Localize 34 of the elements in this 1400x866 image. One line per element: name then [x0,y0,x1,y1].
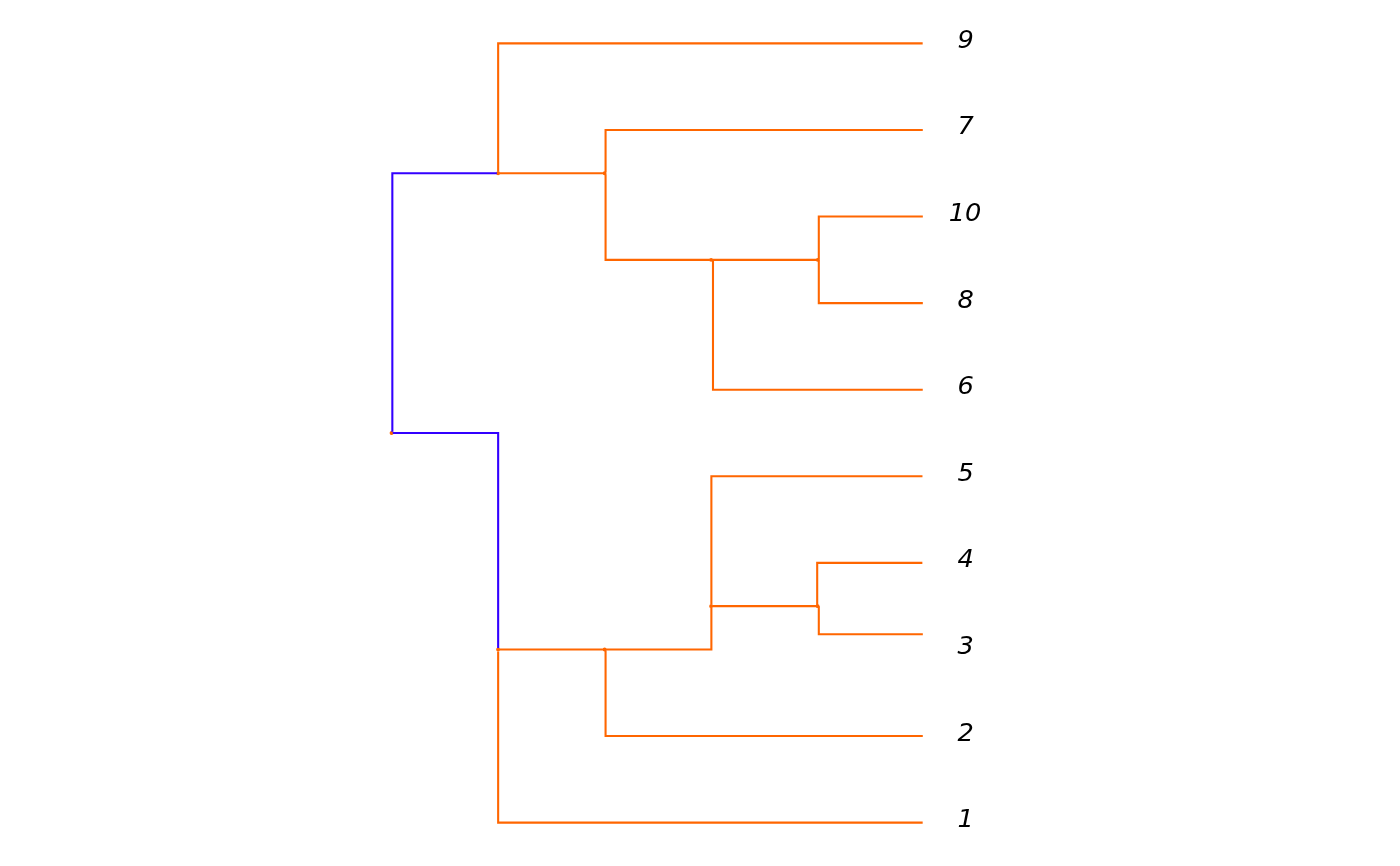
connector [604,174,710,261]
connector [604,650,923,738]
node-point [602,171,607,176]
connector [710,475,923,605]
connector [497,651,923,824]
node-text: 7 [957,110,974,141]
node-point [815,604,820,609]
connector [605,608,713,651]
node-point [602,647,607,652]
node-point [496,647,501,652]
connector [499,172,603,175]
node-point [709,257,714,262]
connector [712,605,816,608]
node-text: 6 [957,370,974,401]
connector [499,648,603,651]
node-text: 10 [948,197,982,228]
node-text: 1 [957,803,974,834]
node-point [709,604,714,609]
node-point [815,257,820,262]
connector [817,260,923,305]
node-point [496,171,501,176]
connector [391,172,497,432]
node-text: 3 [957,629,974,660]
node-text: 4 [957,543,974,574]
node-text: 5 [957,456,974,487]
connector [712,258,816,261]
connector [816,561,923,606]
connector [604,128,923,173]
node-text: 9 [957,23,974,54]
connector [497,42,923,172]
node-text: 8 [957,283,974,314]
node-text: 2 [957,716,974,747]
node-point [389,431,394,435]
connector [392,431,500,649]
